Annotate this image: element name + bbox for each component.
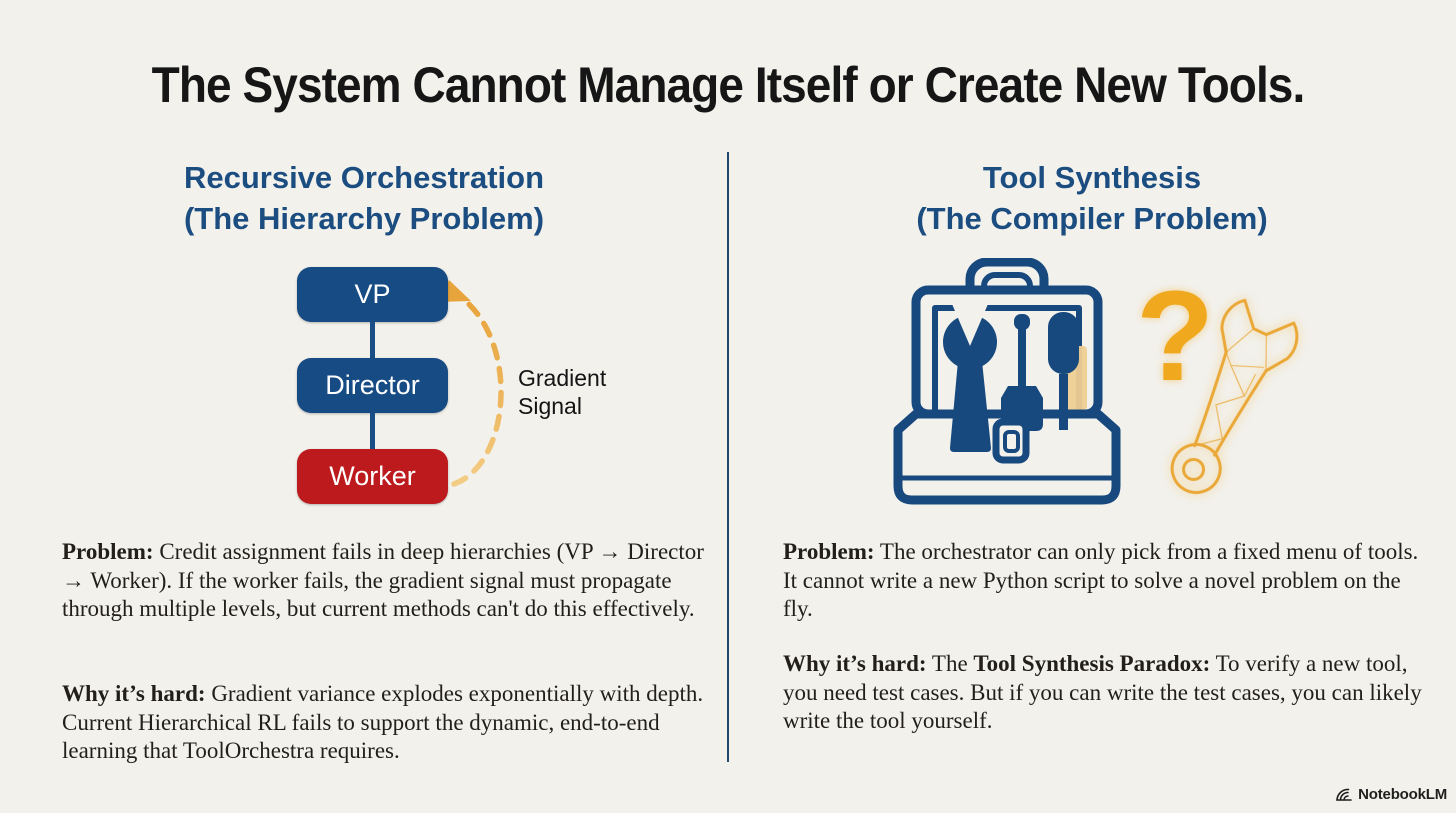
notebooklm-icon [1336,788,1352,801]
footer-brand: NotebookLM [1335,786,1447,803]
node-vp: VP [297,267,448,322]
right-why-label: Why it’s hard: [783,651,927,676]
connector-director-worker [370,413,375,449]
connector-vp-director [370,322,375,358]
left-problem-label: Problem: [62,539,154,564]
right-column-heading: Tool Synthesis (The Compiler Problem) [916,160,1268,236]
right-why-bold-phrase: Tool Synthesis Paradox: [973,651,1211,676]
page-title: The System Cannot Manage Itself or Creat… [151,57,1306,113]
right-problem-paragraph: Problem: The orchestrator can only pick … [783,538,1423,624]
right-why-paragraph: Why it’s hard: The Tool Synthesis Parado… [783,650,1431,736]
node-director: Director [297,358,448,413]
wireframe-wrench-icon [1170,298,1299,495]
tool-synthesis-illustration: ? [893,258,1299,505]
right-problem-text: The orchestrator can only pick from a fi… [783,539,1419,622]
toolbox-icon [893,258,1121,505]
left-column-heading: Recursive Orchestration (The Hierarchy P… [183,160,545,236]
hierarchy-diagram: VP Director Worker Gradient Signal [268,262,638,514]
gradient-signal-label: Gradient Signal [518,365,607,420]
column-divider [727,152,729,762]
left-why-label: Why it’s hard: [62,681,206,706]
node-worker: Worker [297,449,448,504]
left-why-text: Gradient variance explodes exponentially… [62,681,704,764]
footer-brand-label: NotebookLM [1358,786,1447,803]
right-why-text: To verify a new tool, you need test case… [783,651,1422,734]
node-director-label: Director [325,370,420,400]
question-mark-icon: ? [1136,265,1214,408]
right-why-mid: The [926,651,974,676]
right-problem-label: Problem: [783,539,875,564]
left-problem-paragraph: Problem: Credit assignment fails in deep… [62,538,724,624]
left-problem-text: Credit assignment fails in deep hierarch… [62,539,704,622]
node-vp-label: VP [354,279,391,309]
left-why-paragraph: Why it’s hard: Gradient variance explode… [62,680,734,766]
node-worker-label: Worker [329,461,416,491]
